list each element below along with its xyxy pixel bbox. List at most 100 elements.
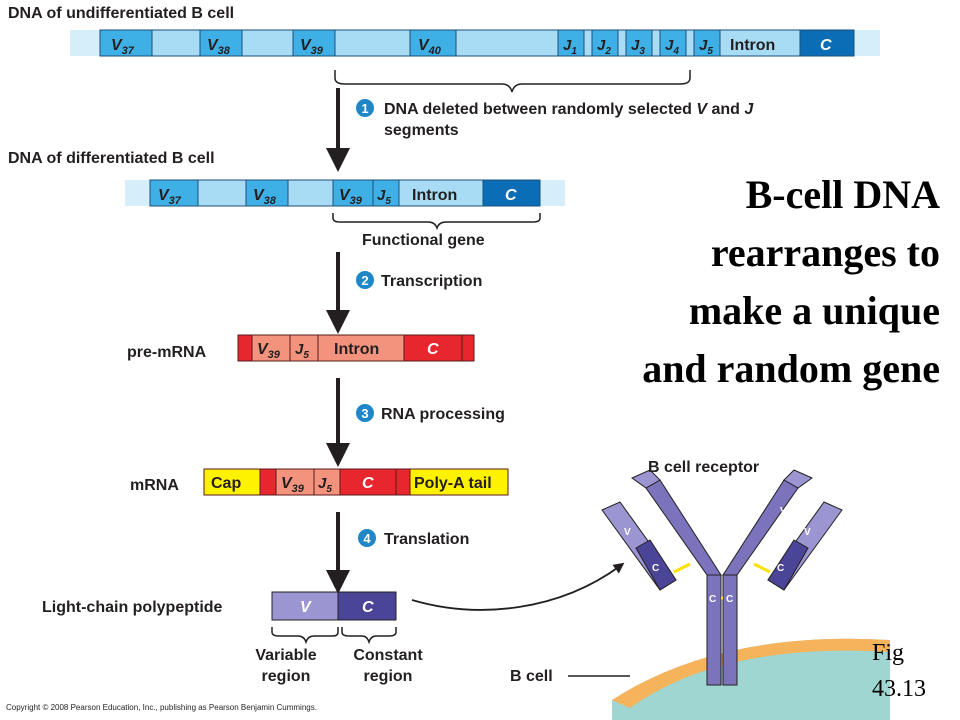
svg-text:C: C	[652, 563, 659, 574]
svg-text:J4: J4	[665, 37, 679, 57]
svg-text:V37: V37	[158, 187, 182, 207]
mrna-strand: Cap V39 J5 C Poly-A tail	[203, 468, 509, 496]
segment-j1	[557, 29, 585, 57]
b-cell	[612, 638, 890, 720]
svg-text:V38: V38	[207, 37, 231, 57]
svg-text:2: 2	[361, 273, 368, 288]
segment-v37	[99, 29, 153, 57]
segment-j4	[659, 29, 687, 57]
svg-text:B-cell DNA: B-cell DNA	[746, 172, 941, 217]
svg-text:V39: V39	[281, 475, 305, 495]
segment-v38	[199, 29, 243, 57]
constant-region-block	[337, 591, 397, 621]
step-4-text: Translation	[384, 531, 469, 548]
constant-region-brace	[341, 627, 397, 645]
undiff-dna-strand: V37 V38 V39 V40 J1 J2 J3 J4 J5 Intron C	[70, 29, 880, 57]
headline: B-cell DNA rearranges to make a unique a…	[642, 172, 940, 391]
svg-text:V: V	[300, 599, 312, 616]
svg-text:J3: J3	[631, 37, 645, 57]
svg-text:V39: V39	[300, 37, 324, 57]
svg-text:region: region	[262, 668, 311, 685]
svg-text:Cap: Cap	[211, 475, 241, 492]
svg-text:C: C	[777, 563, 784, 574]
segment-j5	[693, 29, 721, 57]
segment-v39	[251, 334, 291, 362]
segment-c	[339, 468, 397, 496]
svg-text:C: C	[362, 475, 374, 492]
svg-text:V37: V37	[111, 37, 135, 57]
step-2-badge	[356, 271, 374, 289]
step-1-text-line2: segments	[384, 122, 459, 139]
functional-gene-label: Functional gene	[362, 232, 485, 249]
segment-intron	[719, 29, 801, 57]
svg-text:C: C	[709, 594, 716, 605]
svg-text:make a unique: make a unique	[689, 288, 940, 333]
step-1-text: DNA deleted between randomly selected V …	[384, 101, 754, 118]
pre-mrna-strand: V39 J5 Intron C	[237, 334, 475, 362]
svg-text:C: C	[505, 187, 517, 204]
svg-text:C: C	[820, 37, 832, 54]
pre-mrna-label: pre-mRNA	[127, 344, 207, 361]
svg-text:V39: V39	[339, 187, 363, 207]
segment-intron	[398, 179, 484, 207]
b-cell-label: B cell	[510, 668, 553, 685]
functional-gene-brace	[332, 213, 541, 231]
b-cell-receptor-label: B cell receptor	[648, 459, 759, 476]
variable-region-brace	[271, 627, 339, 645]
step-4-badge	[358, 529, 376, 547]
svg-text:4: 4	[363, 531, 371, 546]
svg-text:Intron: Intron	[730, 37, 775, 54]
svg-text:Intron: Intron	[412, 187, 457, 204]
segment-j3	[625, 29, 653, 57]
svg-text:J5: J5	[377, 187, 391, 207]
svg-text:J5: J5	[318, 475, 332, 495]
mrna-label: mRNA	[130, 477, 179, 494]
b-cell-receptor: V V C V V C C C	[601, 469, 843, 686]
light-chain-label: Light-chain polypeptide	[42, 599, 223, 616]
svg-text:V: V	[780, 506, 787, 517]
svg-text:J1: J1	[563, 37, 577, 57]
segment-c	[482, 179, 541, 207]
step-1-badge	[356, 99, 374, 117]
segment-v40	[409, 29, 457, 57]
constant-region-label: Constant	[353, 647, 423, 664]
diff-dna-label: DNA of differentiated B cell	[8, 150, 215, 167]
step-2-text: Transcription	[381, 273, 482, 290]
segment-j2	[591, 29, 619, 57]
arrow-to-receptor	[411, 562, 625, 611]
svg-text:Poly-A tail: Poly-A tail	[414, 475, 492, 492]
svg-text:J2: J2	[597, 37, 611, 57]
segment-v39	[332, 179, 374, 207]
step-3-badge	[356, 404, 374, 422]
figure-ref-line2: 43.13	[872, 676, 926, 702]
undiff-dna-label: DNA of undifferentiated B cell	[8, 5, 234, 22]
variable-region-label: Variable	[255, 647, 316, 664]
figure-ref-line1: Fig	[872, 640, 904, 666]
svg-text:Intron: Intron	[334, 341, 379, 358]
segment-j5	[289, 334, 319, 362]
cell-membrane	[612, 638, 890, 708]
deletion-brace	[334, 70, 691, 93]
segment-c	[799, 29, 855, 57]
svg-text:rearranges to: rearranges to	[711, 230, 940, 275]
svg-text:J5: J5	[699, 37, 713, 57]
svg-text:C: C	[362, 599, 374, 616]
svg-text:V: V	[624, 527, 631, 538]
left-light-chain-constant	[635, 539, 677, 591]
svg-text:V40: V40	[418, 37, 442, 57]
segment-v39	[292, 29, 336, 57]
svg-text:V: V	[647, 506, 654, 517]
svg-text:and random gene: and random gene	[642, 346, 940, 391]
svg-text:J5: J5	[295, 341, 309, 361]
variable-region-block	[271, 591, 339, 621]
diff-dna-strand: V37 V38 V39 J5 Intron C	[125, 179, 565, 207]
segment-v39	[275, 468, 315, 496]
step-3-text: RNA processing	[381, 406, 505, 423]
svg-text:C: C	[726, 594, 733, 605]
segment-v37	[149, 179, 199, 207]
svg-text:V39: V39	[257, 341, 281, 361]
segment-polya	[409, 468, 509, 496]
svg-text:C: C	[427, 341, 439, 358]
svg-text:region: region	[364, 668, 413, 685]
